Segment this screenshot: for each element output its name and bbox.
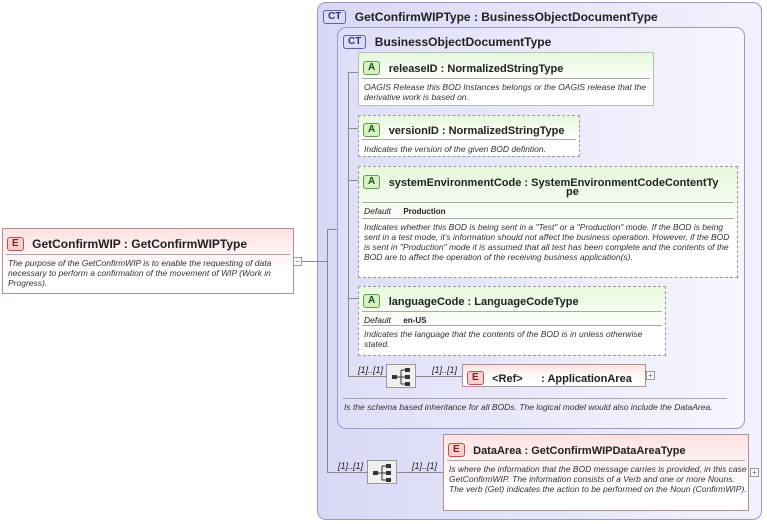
outer-type-title: GetConfirmWIPType : BusinessObjectDocume…: [354, 10, 658, 24]
ref-multiplicity: [1]..[1]: [432, 365, 458, 375]
data-area-element[interactable]: E DataArea : GetConfirmWIPDataAreaType I…: [443, 434, 749, 511]
attribute-system-environment-code[interactable]: A systemEnvironmentCode : SystemEnvironm…: [358, 166, 738, 278]
application-area-ref[interactable]: E <Ref> : ApplicationArea: [462, 364, 646, 387]
attribute-description: Indicates the version of the given BOD d…: [364, 144, 546, 154]
default-value: en-US: [403, 316, 427, 325]
attribute-version-id[interactable]: A versionID : NormalizedStringType Indic…: [358, 115, 580, 157]
element-icon: E: [467, 370, 484, 385]
application-area-title: : ApplicationArea: [541, 373, 632, 385]
data-area-title: DataArea : GetConfirmWIPDataAreaType: [473, 445, 686, 457]
sequence-icon[interactable]: [367, 460, 397, 484]
default-label: Default: [364, 315, 391, 325]
attribute-title: languageCode : LanguageCodeType: [388, 296, 579, 308]
attribute-description: Indicates the language that the contents…: [364, 329, 643, 349]
collapse-minus-icon[interactable]: −: [293, 257, 302, 266]
complex-type-icon: CT: [343, 34, 367, 49]
expand-plus-icon[interactable]: +: [750, 468, 759, 477]
element-icon: E: [7, 236, 24, 251]
attribute-title: versionID : NormalizedStringType: [388, 125, 565, 137]
ref-label: <Ref>: [492, 373, 523, 385]
ref-multiplicity: [1]..[1]: [412, 461, 438, 471]
root-element-title: GetConfirmWIP : GetConfirmWIPType: [32, 237, 248, 251]
default-value: Production: [403, 207, 446, 216]
expand-plus-icon[interactable]: +: [646, 371, 655, 380]
attribute-icon: A: [363, 293, 381, 308]
attribute-description: OAGIS Release this BOD Instances belongs…: [364, 82, 647, 102]
complex-type-icon: CT: [323, 9, 347, 24]
attribute-title-line2: pe: [566, 186, 579, 198]
attribute-release-id[interactable]: A releaseID : NormalizedStringType OAGIS…: [358, 52, 654, 106]
attribute-description: Indicates whether this BOD is being sent…: [364, 222, 730, 262]
sequence-icon[interactable]: [386, 364, 416, 388]
attribute-title: releaseID : NormalizedStringType: [388, 63, 564, 75]
attribute-icon: A: [363, 60, 381, 75]
attribute-language-code[interactable]: A languageCode : LanguageCodeType Defaul…: [358, 286, 666, 356]
default-label: Default: [364, 206, 391, 216]
attribute-icon: A: [363, 174, 381, 189]
inner-type-title: BusinessObjectDocumentType: [374, 35, 552, 49]
attribute-title-line1: systemEnvironmentCode : SystemEnvironmen…: [388, 177, 719, 189]
data-area-description: Is where the information that the BOD me…: [449, 464, 747, 494]
sequence-multiplicity: [1]..[1]: [338, 461, 364, 471]
inner-type-description: Is the schema based inheritance for all …: [344, 402, 713, 412]
element-icon: E: [448, 442, 465, 457]
root-element-description: The purpose of the GetConfirmWIP is to e…: [8, 258, 272, 288]
sequence-multiplicity: [1]..[1]: [358, 365, 384, 375]
attribute-icon: A: [363, 122, 381, 137]
root-element-box[interactable]: E GetConfirmWIP : GetConfirmWIPType The …: [2, 228, 294, 294]
